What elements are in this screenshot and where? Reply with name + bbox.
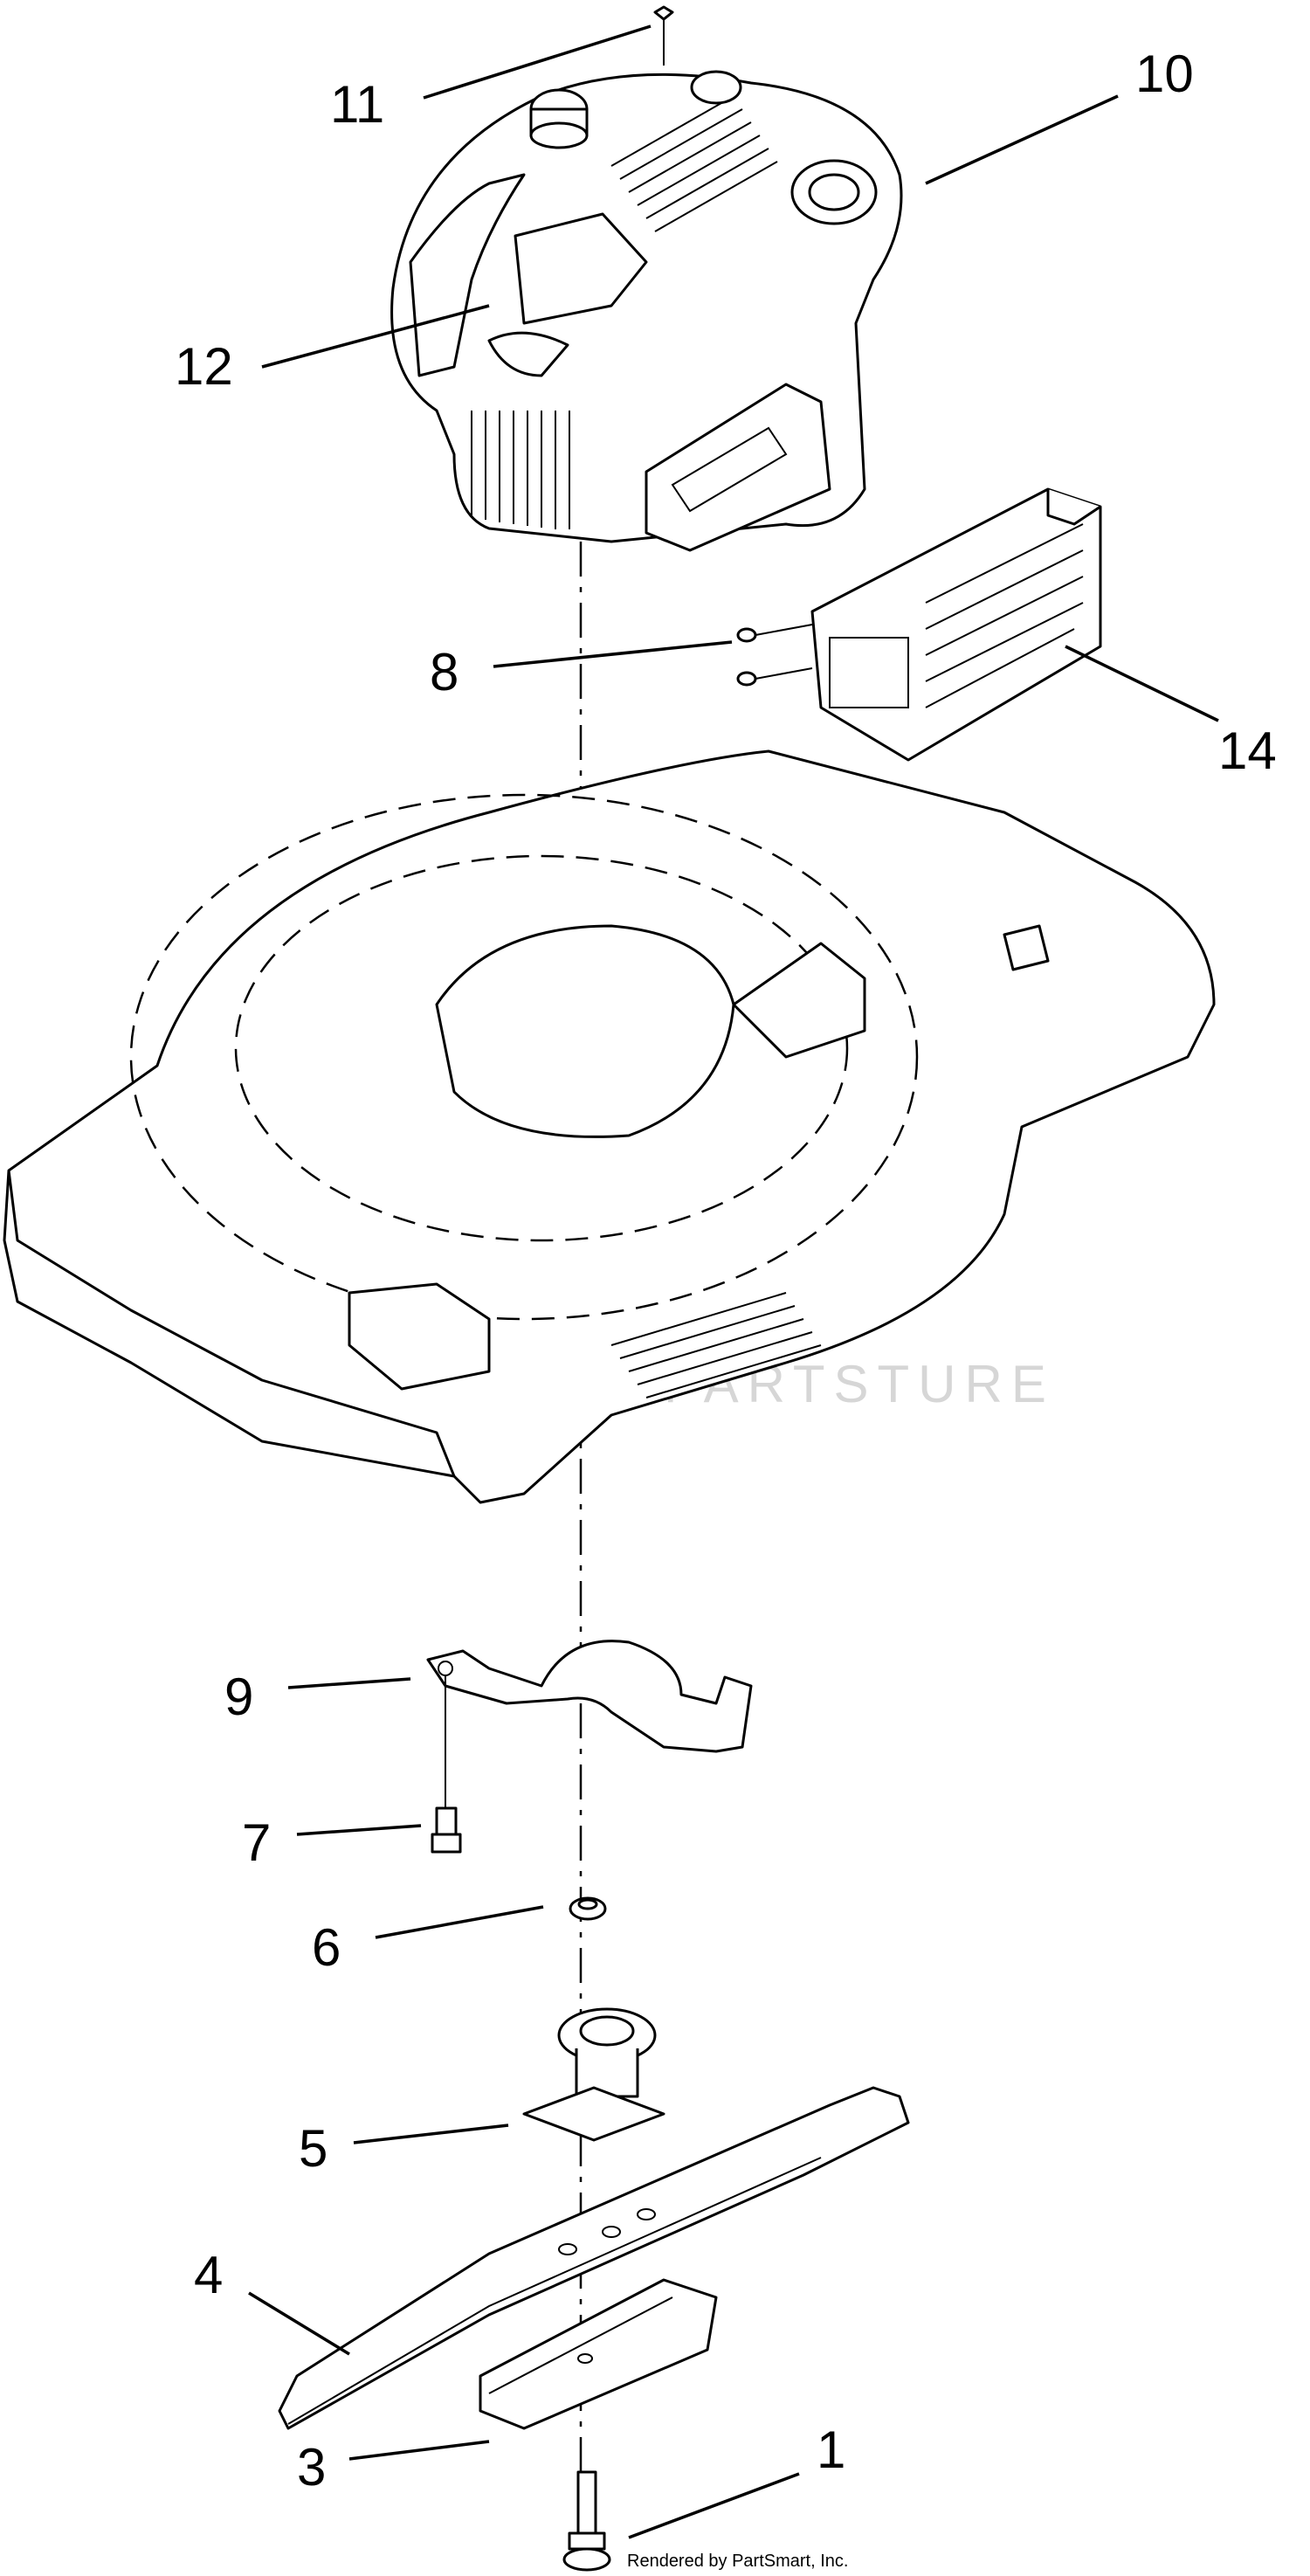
- leader-10: [925, 94, 1119, 185]
- callout-1: 1: [817, 2421, 845, 2479]
- leader-3: [348, 2440, 490, 2461]
- bolt-part-7: [431, 1806, 462, 1854]
- leader-11: [423, 24, 652, 100]
- screw-part-11: [653, 5, 674, 21]
- callout-10: 10: [1135, 45, 1194, 103]
- callout-4: 4: [194, 2246, 223, 2304]
- leader-1: [628, 2472, 800, 2539]
- callout-5: 5: [299, 2119, 328, 2178]
- leader-4: [248, 2291, 350, 2356]
- leader-9: [287, 1677, 411, 1689]
- bolt-part-1: [562, 2470, 611, 2572]
- bracket-part-9: [426, 1640, 753, 1808]
- callout-3: 3: [297, 2438, 326, 2497]
- adapter-part-5: [522, 2007, 665, 2142]
- callout-12: 12: [175, 337, 233, 396]
- callout-6: 6: [312, 1918, 341, 1977]
- leader-7: [296, 1824, 422, 1836]
- mower-deck: [3, 749, 1216, 1504]
- washer-part-6: [569, 1896, 607, 1921]
- leader-8: [493, 640, 733, 668]
- callout-14: 14: [1218, 722, 1277, 780]
- callout-9: 9: [224, 1668, 253, 1726]
- leader-6: [375, 1905, 544, 1939]
- leader-14: [1065, 645, 1219, 722]
- render-credit: Rendered by PartSmart, Inc.: [627, 2552, 848, 2571]
- engine-assembly: [390, 5, 903, 552]
- callout-7: 7: [242, 1813, 271, 1872]
- stiffener-part-3: [479, 2278, 718, 2430]
- screws-part-8: [736, 624, 813, 687]
- leader-5: [353, 2124, 509, 2144]
- blade-part-4: [278, 2086, 910, 2430]
- leader-12: [261, 304, 490, 369]
- callout-11: 11: [330, 75, 384, 134]
- callout-8: 8: [430, 643, 458, 701]
- shield-part-14: [810, 487, 1102, 762]
